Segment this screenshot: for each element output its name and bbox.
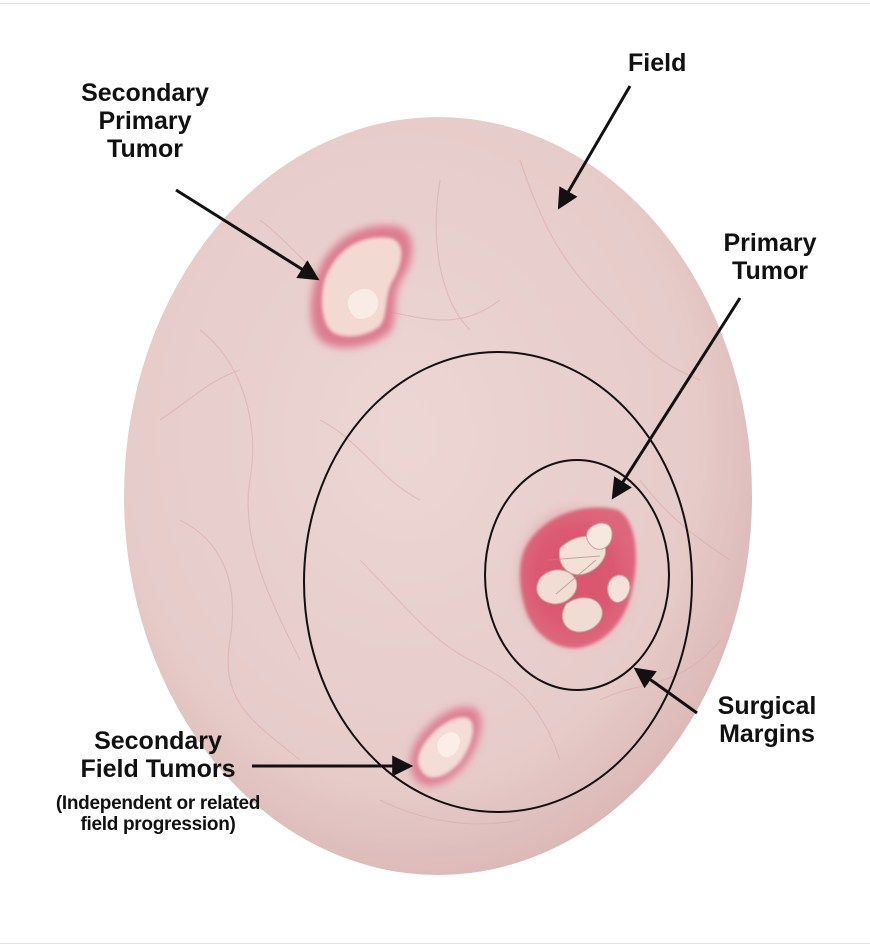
label-line: Tumor [712,257,828,285]
label-line: field progression) [34,814,282,835]
label-line: Primary [712,229,828,257]
label-line: Surgical [702,692,832,720]
label-line: Margins [702,720,832,748]
label-secondary-field-tumors-note: (Independent or related field progressio… [34,793,282,836]
label-line: Primary [58,107,232,135]
label-line: Secondary [68,727,248,755]
label-field: Field [628,49,686,77]
label-line: Secondary [58,79,232,107]
label-surgical-margins: Surgical Margins [702,692,832,748]
label-line: (Independent or related [34,793,282,814]
label-line: Field Tumors [68,755,248,783]
label-line: Tumor [58,135,232,163]
label-secondary-primary-tumor: Secondary Primary Tumor [58,79,232,163]
label-primary-tumor: Primary Tumor [712,229,828,285]
label-secondary-field-tumors: Secondary Field Tumors [68,727,248,783]
primary-tumor-lesion [509,498,641,654]
